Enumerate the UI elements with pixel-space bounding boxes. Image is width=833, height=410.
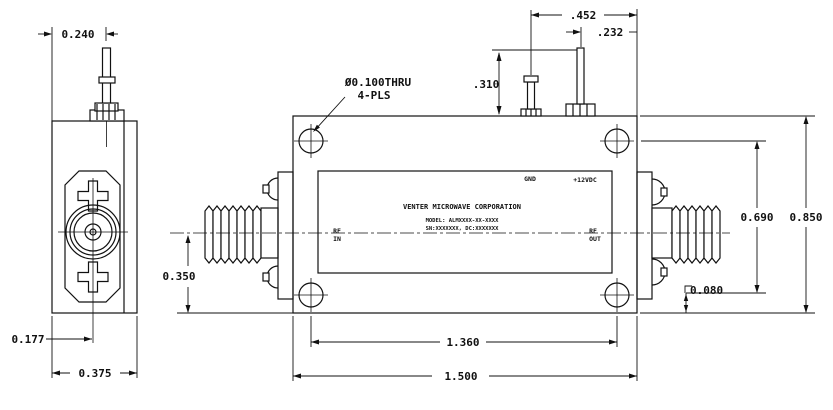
side-feedthru-pin	[89, 47, 125, 122]
dim-0375-text: 0.375	[78, 367, 111, 380]
label-rf-out-1: RF	[589, 227, 597, 235]
dim-452	[530, 9, 638, 116]
dim-0177	[46, 336, 92, 342]
dim-0690	[641, 140, 766, 294]
label-rf-in-2: IN	[333, 235, 341, 243]
dim-0080-text: 0.080	[690, 284, 723, 297]
mounting-holes	[294, 124, 634, 312]
holes-note-line2: 4-PLS	[357, 89, 390, 102]
holes-note-line1: Ø0.100THRU	[344, 76, 412, 89]
dim-310-text: .310	[473, 78, 500, 91]
label-company: VENTER MICROWAVE CORPORATION	[403, 203, 521, 211]
dim-0375	[51, 316, 138, 378]
dim-310	[492, 49, 577, 115]
power-pin	[565, 47, 596, 117]
label-model: MODEL: ALMXXXX-XX-XXXX	[426, 218, 500, 224]
label-rf-in-1: RF	[333, 227, 341, 235]
label-serial: SN:XXXXXXX, DC:XXXXXXX	[426, 226, 500, 232]
side-view: 0.240 0.177 0.375	[11, 27, 138, 380]
dim-452-text: .452	[570, 9, 597, 22]
gnd-pin	[520, 75, 542, 117]
dim-0177-text: 0.177	[11, 333, 44, 346]
holes-note	[313, 96, 346, 132]
dim-0850	[640, 115, 815, 314]
dim-0080	[683, 285, 692, 313]
dim-0350	[177, 235, 293, 314]
front-body	[292, 115, 638, 314]
label-plate	[317, 170, 613, 274]
dim-0690-text: 0.690	[740, 211, 773, 224]
label-rf-out-2: OUT	[589, 235, 601, 243]
dim-0850-text: 0.850	[789, 211, 822, 224]
dim-0240-text: 0.240	[61, 28, 94, 41]
dim-1500-text: 1.500	[444, 370, 477, 383]
rf-out-connector	[636, 171, 721, 300]
label-power: +12VDC	[573, 176, 597, 184]
dim-1500	[292, 316, 638, 381]
dim-232-text: .232	[597, 26, 624, 39]
dim-1360-text: 1.360	[446, 336, 479, 349]
rf-in-connector	[204, 171, 294, 300]
label-gnd: GND	[524, 175, 536, 183]
dim-1360	[310, 316, 618, 347]
connector-flange-outline	[64, 170, 121, 303]
dim-232	[566, 27, 637, 47]
dim-0350-text: 0.350	[162, 270, 195, 283]
front-view: GND +12VDC VENTER MICROWAVE CORPORATION …	[162, 9, 823, 383]
dim-0240	[38, 27, 118, 121]
